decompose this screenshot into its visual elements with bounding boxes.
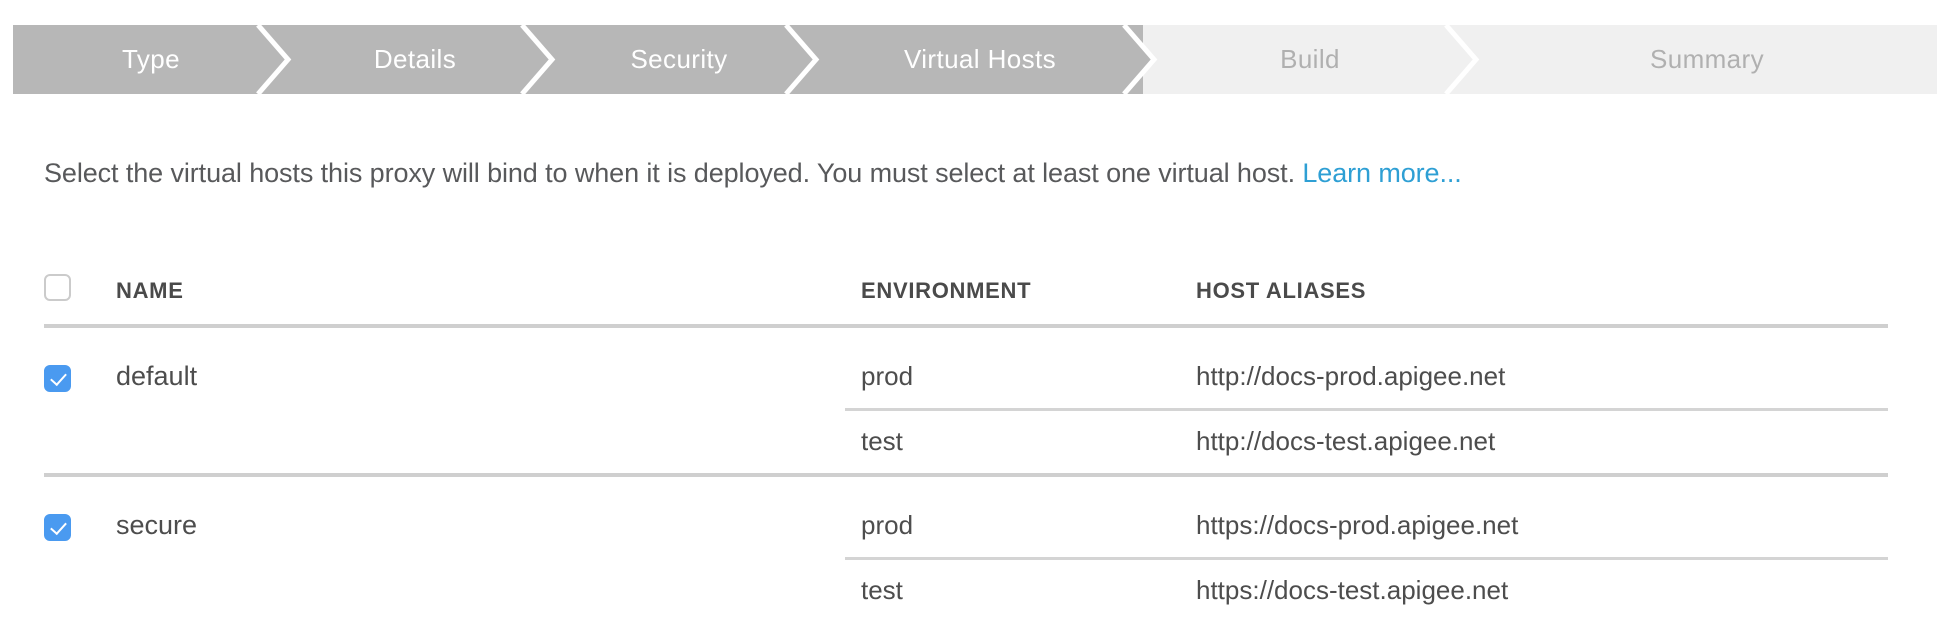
- table-row: test https://docs-test.apigee.net: [44, 560, 1888, 622]
- wizard-step-label: Summary: [1649, 44, 1765, 74]
- wizard-chevron-fill: [805, 25, 841, 60]
- wizard-chevron-fill: [1143, 59, 1179, 94]
- wizard-chevron-fill: [277, 59, 313, 94]
- wizard-chevron-fill: [277, 25, 313, 60]
- wizard-chevron-fill: [541, 59, 577, 94]
- cell-name: secure: [116, 509, 198, 540]
- cell-name-empty: [116, 560, 845, 620]
- learn-more-link[interactable]: Learn more...: [1302, 158, 1462, 188]
- row-checkbox-secure[interactable]: [44, 513, 71, 541]
- wizard-step-label: Security: [630, 44, 728, 74]
- table-row: secure prod https://docs-prod.apigee.net: [44, 477, 1888, 557]
- table-header-row: NAME ENVIRONMENT HOST ALIASES: [44, 272, 1888, 324]
- wizard-step-label: Details: [373, 44, 457, 74]
- row-checkbox-default[interactable]: [44, 364, 71, 392]
- cell-host-alias: https://docs-test.apigee.net: [1196, 575, 1509, 605]
- row-select-cell[interactable]: [44, 495, 116, 557]
- cell-environment: test: [861, 575, 903, 605]
- wizard-step-label: Type: [122, 44, 180, 74]
- row-select-cell[interactable]: [44, 346, 116, 408]
- table-body: default prod http://docs-prod.apigee.net te…: [44, 328, 1888, 622]
- sub-row-divider: [845, 557, 1888, 560]
- cell-environment: prod: [861, 510, 914, 540]
- cell-host-alias: http://docs-test.apigee.net: [1196, 426, 1496, 456]
- cell-name: default: [116, 360, 198, 391]
- cell-environment: test: [861, 426, 903, 456]
- wizard-chevron-fill: [1143, 25, 1179, 60]
- header-name: NAME: [116, 278, 184, 303]
- row-select-cell-empty: [44, 560, 116, 622]
- wizard-step-security[interactable]: Security: [541, 23, 841, 96]
- row-select-cell-empty: [44, 411, 116, 473]
- page-description: Select the virtual hosts this proxy will…: [44, 158, 1462, 189]
- wizard-step-label: Virtual Hosts: [903, 44, 1057, 74]
- cell-host-alias: http://docs-prod.apigee.net: [1196, 361, 1506, 391]
- cell-host-alias: https://docs-prod.apigee.net: [1196, 510, 1519, 540]
- wizard-step-build[interactable]: Build: [1143, 23, 1501, 96]
- wizard-chevron-fill: [805, 59, 841, 94]
- header-divider: [44, 324, 1888, 328]
- row-group-divider: [44, 473, 1888, 477]
- table-row: default prod http://docs-prod.apigee.net: [44, 328, 1888, 408]
- description-text: Select the virtual hosts this proxy will…: [44, 158, 1303, 188]
- cell-environment: prod: [861, 361, 914, 391]
- wizard-chevron-fill: [1465, 59, 1501, 94]
- header-environment: ENVIRONMENT: [861, 278, 1032, 303]
- select-all-cell[interactable]: [44, 272, 116, 301]
- wizard-chevron-fill: [1465, 25, 1501, 60]
- select-all-checkbox[interactable]: [44, 274, 71, 301]
- cell-name-empty: [116, 411, 845, 471]
- wizard-step-virtual-hosts[interactable]: Virtual Hosts: [805, 23, 1179, 96]
- wizard-step-summary[interactable]: Summary: [1465, 25, 1937, 94]
- wizard-step-details[interactable]: Details: [277, 23, 577, 96]
- virtual-hosts-table: NAME ENVIRONMENT HOST ALIASES default pro…: [44, 272, 1888, 622]
- wizard-chevron-fill: [541, 25, 577, 60]
- sub-row-divider: [845, 408, 1888, 411]
- table-row: test http://docs-test.apigee.net: [44, 411, 1888, 473]
- wizard-step-type[interactable]: Type: [13, 23, 313, 96]
- header-host-aliases: HOST ALIASES: [1196, 278, 1367, 303]
- wizard-step-bar: Type Details Security Virtual Hosts Build Sum…: [13, 23, 1937, 96]
- wizard-step-label: Build: [1280, 44, 1340, 74]
